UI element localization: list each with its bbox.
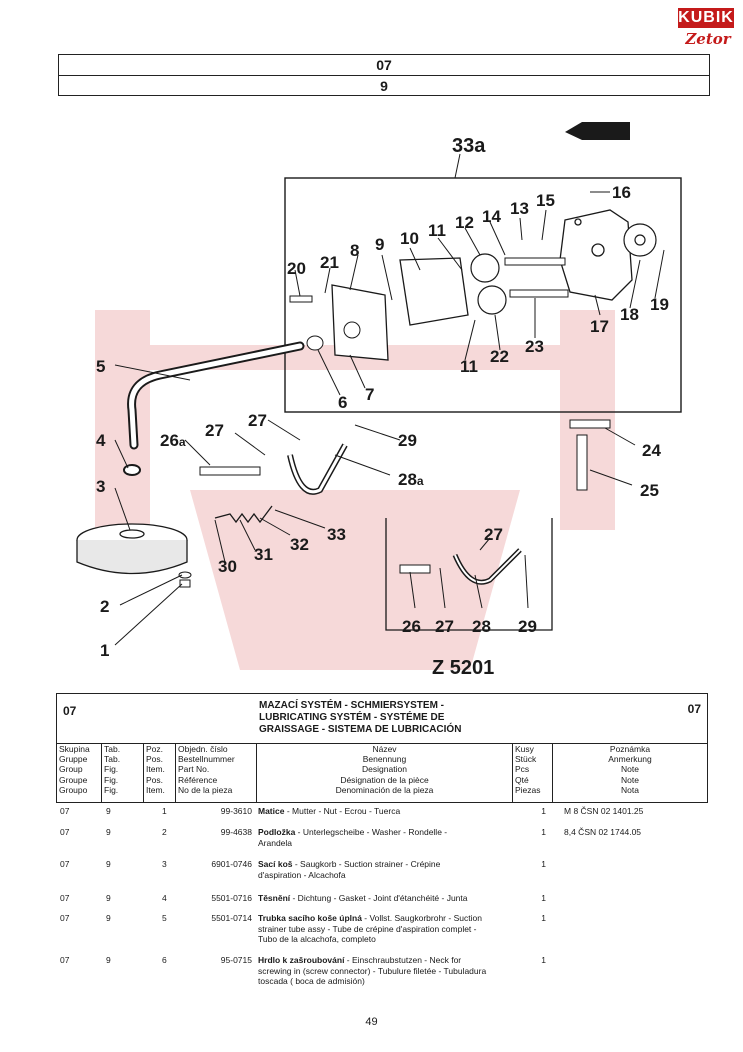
callout-26a: 26a bbox=[160, 431, 186, 450]
callout-20: 20 bbox=[287, 259, 306, 278]
callout-30: 30 bbox=[218, 557, 237, 576]
callout-28: 28 bbox=[472, 617, 491, 636]
washer bbox=[178, 571, 192, 579]
callout-19: 19 bbox=[650, 295, 669, 314]
relief-spring bbox=[214, 505, 273, 524]
shaft-upper bbox=[504, 257, 566, 266]
exploded-drawing: 33a 16 15 13 14 12 11 10 9 8 21 20 19 18… bbox=[76, 122, 682, 679]
gasket bbox=[123, 464, 141, 476]
callout-4: 4 bbox=[96, 431, 106, 450]
bolt-20 bbox=[289, 295, 313, 303]
logo-bottom-text: Zetor bbox=[685, 30, 731, 48]
variant-bolt bbox=[399, 564, 431, 574]
callout-13: 13 bbox=[510, 199, 529, 218]
group-header: 07 9 bbox=[58, 54, 710, 96]
title-line-3: GRAISSAGE - SISTEMA DE LUBRICACIÓN bbox=[259, 724, 462, 735]
callout-3: 3 bbox=[96, 477, 105, 496]
callout-27a: 27 bbox=[248, 411, 267, 430]
callout-22: 22 bbox=[490, 347, 509, 366]
callout-29b: 29 bbox=[518, 617, 537, 636]
section-title: MAZACÍ SYSTÉM - SCHMIERSYSTEM - LUBRICAT… bbox=[259, 700, 519, 736]
callout-31: 31 bbox=[254, 545, 273, 564]
pump-body bbox=[559, 209, 633, 301]
callout-27b: 27 bbox=[205, 421, 224, 440]
suction-strainer bbox=[76, 523, 188, 575]
callout-21: 21 bbox=[320, 253, 339, 272]
pump-assembly-frame bbox=[284, 177, 682, 413]
callout-25: 25 bbox=[640, 481, 659, 500]
callout-11b: 11 bbox=[460, 357, 478, 376]
shaft-lower bbox=[509, 289, 569, 298]
callout-2: 2 bbox=[100, 597, 109, 616]
title-line-2: LUBRICATING SYSTÉM - SYSTÉME DE bbox=[259, 712, 445, 723]
callout-labels: 33a 16 15 13 14 12 11 10 9 8 21 20 19 18… bbox=[96, 135, 669, 679]
callout-29a: 29 bbox=[398, 431, 417, 450]
col-table: Tab.Tab.Fig.Fig.Fig. bbox=[102, 744, 144, 803]
callout-1: 1 bbox=[100, 641, 109, 660]
leader-lines bbox=[114, 153, 665, 646]
callout-23: 23 bbox=[525, 337, 544, 356]
screw-connector bbox=[306, 335, 324, 351]
page-number: 49 bbox=[365, 1016, 378, 1028]
callout-12: 12 bbox=[455, 213, 474, 232]
callout-17: 17 bbox=[590, 317, 609, 336]
callout-15: 15 bbox=[536, 191, 555, 210]
variant-bracket bbox=[385, 518, 553, 631]
drawing-code: Z 5201 bbox=[432, 657, 494, 679]
pump-gears bbox=[470, 253, 507, 315]
col-position: Poz.Pos.Item.Pos.Item. bbox=[144, 744, 176, 803]
callout-27d: 27 bbox=[435, 617, 454, 636]
callout-7: 7 bbox=[365, 385, 374, 404]
callout-26: 26 bbox=[402, 617, 421, 636]
title-line-1: MAZACÍ SYSTÉM - SCHMIERSYSTEM - bbox=[259, 700, 445, 711]
banjo-bolt bbox=[199, 466, 261, 476]
direction-arrow-icon bbox=[565, 122, 630, 140]
caption-33a: 33a bbox=[452, 135, 486, 157]
intermediate-plate bbox=[399, 257, 469, 326]
callout-27c: 27 bbox=[484, 525, 503, 544]
title-group-right: 07 bbox=[687, 702, 701, 716]
callout-28a: 28a bbox=[398, 470, 424, 489]
callout-24: 24 bbox=[642, 441, 661, 460]
watermark bbox=[95, 310, 615, 670]
callout-5: 5 bbox=[96, 357, 105, 376]
callout-16: 16 bbox=[612, 183, 631, 202]
callout-32: 32 bbox=[290, 535, 309, 554]
table-number: 9 bbox=[59, 75, 709, 96]
brand-logo: KUBIK Zetor bbox=[678, 8, 734, 52]
nut bbox=[179, 579, 191, 588]
pump-cover bbox=[331, 284, 389, 361]
callout-6: 6 bbox=[338, 393, 347, 412]
parts-list-header: 07 07 MAZACÍ SYSTÉM - SCHMIERSYSTEM - LU… bbox=[56, 693, 708, 803]
callout-10: 10 bbox=[400, 229, 419, 248]
logo-top-text: KUBIK bbox=[678, 8, 734, 28]
title-group-left: 07 bbox=[63, 704, 77, 718]
mounting-bolt bbox=[576, 434, 588, 491]
callout-33: 33 bbox=[327, 525, 346, 544]
callout-18: 18 bbox=[620, 305, 639, 324]
group-number: 07 bbox=[376, 57, 392, 73]
callout-9: 9 bbox=[375, 235, 384, 254]
lock-plate bbox=[569, 419, 611, 429]
callout-11a: 11 bbox=[428, 221, 446, 240]
drive-gear bbox=[623, 223, 657, 257]
pressure-line bbox=[287, 443, 348, 495]
callout-14: 14 bbox=[482, 207, 501, 226]
callout-8: 8 bbox=[350, 241, 359, 260]
